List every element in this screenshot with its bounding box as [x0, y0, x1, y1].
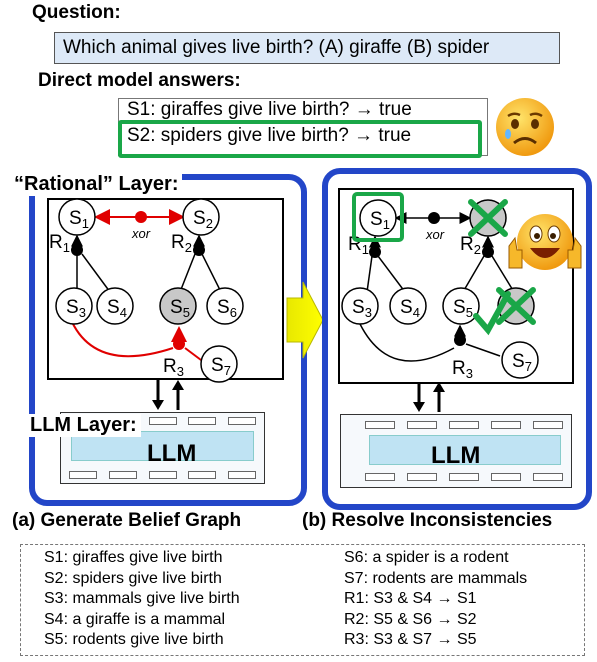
layer-arrows-b: [413, 382, 445, 412]
s2-label-a: S2: [193, 208, 213, 231]
edge-s3-r1-b: [366, 255, 373, 293]
llm-layer-label: LLM Layer:: [26, 414, 141, 437]
belief-graph-b: S1 S3 S4 S5 S7 R1 R2 R3 xor: [341, 192, 539, 381]
s3-label-b: S3: [352, 297, 372, 320]
right-arrow-icon: [286, 281, 324, 359]
edge-s5-r2-b: [462, 255, 485, 293]
llm-text-b: LLM: [431, 442, 481, 469]
edge-s6-r2: [201, 253, 222, 293]
answer-s1: S1: giraffes give live birth? → true: [127, 99, 412, 120]
s1-selected-highlight: [352, 192, 404, 242]
s4-label-b: S4: [400, 297, 420, 320]
s3-node-b: [341, 287, 379, 325]
cross-mark-icon: [468, 199, 508, 237]
edge-s7-r3: [184, 347, 202, 361]
edge-s4-r1: [81, 253, 111, 293]
r3-node-a: [173, 338, 185, 350]
question-box: Which animal gives live birth? (A) giraf…: [54, 32, 560, 64]
edge-s5-r2: [179, 253, 196, 293]
caption-a: (a) Generate Belief Graph: [12, 510, 242, 531]
r3-label-b: R3: [452, 358, 473, 381]
s1-label-b: S1: [370, 209, 390, 232]
r2-node-a: [193, 244, 205, 256]
legend-item: R1: S3 & S4 → S1: [344, 590, 477, 607]
edge-s3-r3: [71, 321, 174, 358]
legend-item: S4: a giraffe is a mammal: [44, 610, 226, 628]
s5-node-b: [442, 287, 480, 325]
s7-label-b: S7: [512, 351, 532, 374]
r2-label-b: R2: [460, 234, 481, 257]
caption-b: (b) Resolve Inconsistencies: [302, 510, 553, 531]
s7-node-b: [501, 341, 539, 379]
legend-item: S3: mammals give live birth: [44, 590, 240, 607]
edge-s4-r1-b: [377, 255, 406, 293]
legend-item: S6: a spider is a rodent: [344, 549, 509, 566]
s5-node-a: [159, 287, 197, 325]
s3-label-a: S3: [66, 297, 86, 320]
legend-item: S1: giraffes give live birth: [44, 549, 223, 566]
r1-label-b: R1: [348, 234, 369, 257]
edge-s6-r2-b: [491, 255, 515, 293]
answers-heading: Direct model answers:: [38, 70, 241, 91]
xor-label-a: xor: [131, 226, 151, 241]
happy-face-thumbs-up-icon: [508, 214, 582, 270]
answers-box: [118, 98, 488, 156]
legend-item: S5: rodents give live birth: [44, 631, 224, 648]
s4-label-a: S4: [107, 297, 127, 320]
edge-s3-r3-b: [359, 323, 455, 362]
legend-item: R2: S5 & S6 → S2: [344, 610, 477, 628]
r2-label-a: R2: [171, 232, 192, 255]
r1-node-a: [71, 244, 83, 256]
xor-node-b: [428, 212, 440, 224]
sad-face-icon: [496, 98, 554, 156]
s7-node-a: [200, 345, 238, 383]
legend-item: R3: S3 & S7 → S5: [344, 631, 477, 648]
s5-label-a: S5: [170, 297, 190, 320]
layer-arrows-a: [152, 380, 184, 410]
r2-node-b: [482, 246, 494, 258]
r3-node-b: [454, 334, 466, 346]
question-heading: Question:: [32, 2, 121, 23]
legend-box: [20, 544, 585, 656]
s5-label-b: S5: [453, 297, 473, 320]
xor-node-a: [135, 211, 147, 223]
s4-node-b: [389, 287, 427, 325]
legend-item: S7: rodents are mammals: [344, 569, 528, 587]
s2-node-a: [182, 198, 220, 236]
s3-node-a: [55, 287, 93, 325]
r3-label-a: R3: [163, 356, 184, 379]
transformer-block-b: [369, 435, 561, 465]
input-tokens-b: [365, 473, 563, 481]
legend-item: S2: spiders give live birth: [44, 569, 222, 587]
r1-label-a: R1: [49, 232, 70, 255]
s6-label-a: S6: [217, 297, 237, 320]
rational-layer-label: “Rational” Layer:: [10, 173, 183, 196]
s6-node-a: [206, 287, 244, 325]
s4-node-a: [96, 287, 134, 325]
edge-s7-r3-b: [465, 343, 501, 357]
belief-graph-a: S1 S2 S3 S4 S5 S6 S7 R1 R2 R3 xor: [49, 198, 244, 383]
legend-right: S6: a spider is a rodent S7: rodents are…: [344, 548, 527, 651]
llm-box-b: [340, 414, 572, 488]
input-tokens-a: [69, 471, 256, 479]
s1-label-a: S1: [69, 208, 89, 231]
check-mark-icon: [473, 291, 511, 336]
s7-label-a: S7: [211, 355, 231, 378]
xor-label-b: xor: [425, 227, 445, 242]
answer-s2-highlight: [118, 120, 482, 158]
question-text: Which animal gives live birth? (A) giraf…: [63, 37, 490, 58]
output-tokens-b: [365, 421, 563, 429]
llm-text-a: LLM: [147, 440, 197, 467]
s1-node-a: [58, 198, 96, 236]
s1-node-b: [359, 199, 397, 237]
answer-s2: S2: spiders give live birth? → true: [127, 125, 412, 146]
r1-node-b: [369, 246, 381, 258]
legend-left: S1: giraffes give live birth S2: spiders…: [44, 548, 240, 651]
